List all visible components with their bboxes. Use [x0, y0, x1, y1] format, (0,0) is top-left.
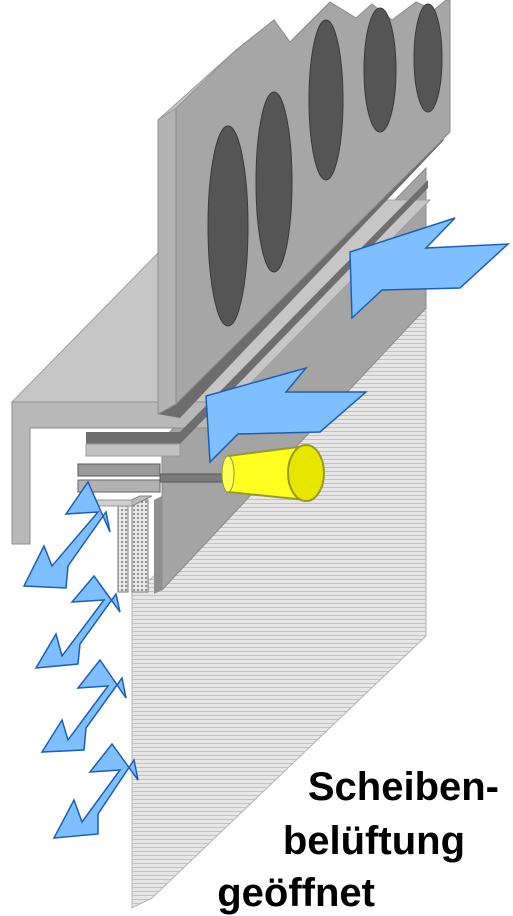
vent-slot: [308, 19, 344, 181]
vent-slot: [255, 91, 293, 273]
caption-line-2: belüftung: [282, 819, 465, 863]
knob-icon[interactable]: [221, 444, 325, 502]
vent-slot: [363, 7, 397, 133]
adjustment-rod: [159, 473, 233, 483]
arrow-icon: [34, 574, 121, 669]
vent-rail: [157, 0, 451, 418]
glazing-gasket: [117, 495, 153, 593]
arrow-icon: [52, 742, 139, 839]
vent-slot: [413, 3, 443, 113]
airflow-arrows: [22, 217, 511, 839]
vent-slots: [207, 3, 443, 327]
arrow-icon: [349, 217, 511, 320]
arrow-icon: [22, 480, 111, 589]
vent-slot: [207, 125, 249, 327]
caption-line-3: geöffnet: [217, 871, 375, 915]
glass-pane: [131, 288, 427, 909]
arrow-icon: [40, 658, 127, 753]
caption-line-1: Scheiben-: [307, 765, 499, 809]
arrow-icon: [205, 366, 369, 464]
